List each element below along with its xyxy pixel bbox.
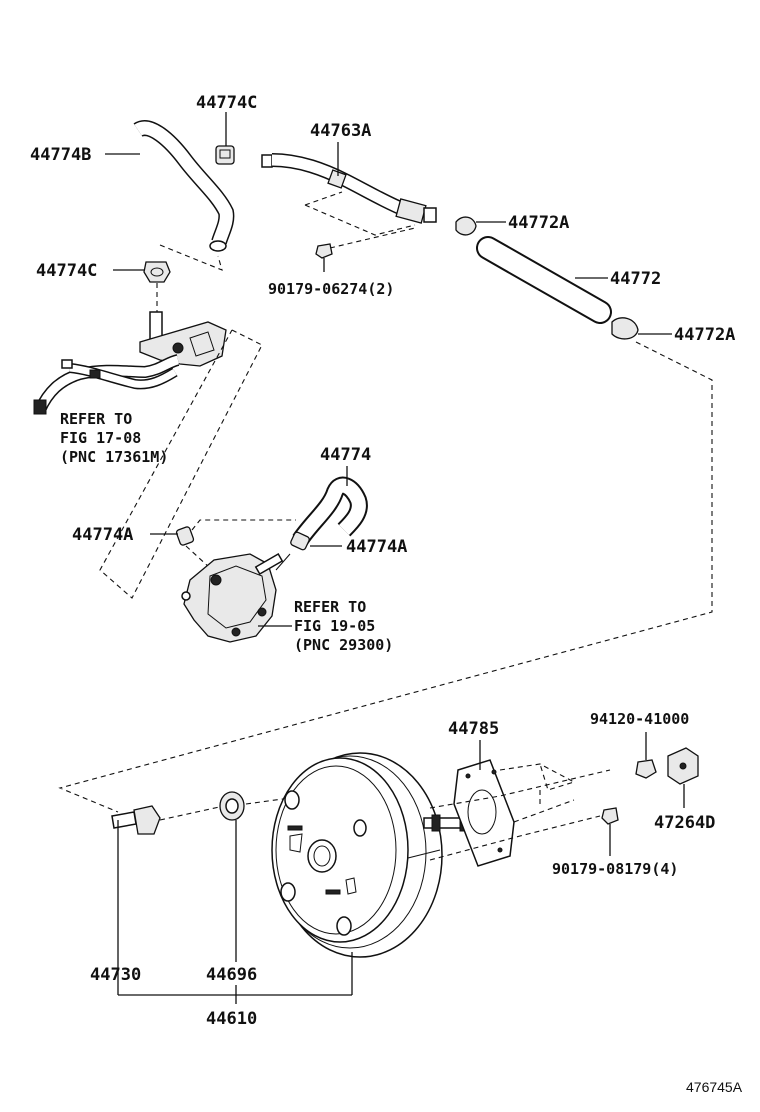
hose-44774B xyxy=(105,120,235,252)
clamp-44772A-top xyxy=(455,216,506,236)
label-47264D: 47264D xyxy=(654,813,715,833)
label-44774: 44774 xyxy=(320,445,371,465)
vacuum-pump xyxy=(181,553,292,643)
label-90179-06274: 90179-06274(2) xyxy=(268,280,394,298)
dash-nut-94120 xyxy=(429,769,611,809)
dash-box-left xyxy=(99,329,263,599)
label-44696: 44696 xyxy=(206,965,257,985)
clamp-44774A-left xyxy=(150,526,195,546)
clamp-44774C-top xyxy=(215,112,235,165)
dash-long-route xyxy=(58,341,713,813)
label-44772: 44772 xyxy=(610,269,661,289)
label-44772A-low: 44772A xyxy=(674,325,735,345)
dash-gasket-box-a xyxy=(499,763,576,791)
dash-44763A-b xyxy=(304,204,416,236)
label-44774A-right: 44774A xyxy=(346,537,407,557)
ref1-line1: REFER TO xyxy=(60,410,132,428)
gasket-44785 xyxy=(453,740,515,867)
clamp-44774C-low xyxy=(113,261,171,283)
label-90179-08179: 90179-08179(4) xyxy=(552,860,678,878)
label-94120-41000: 94120-41000 xyxy=(590,710,689,728)
label-44730: 44730 xyxy=(90,965,141,985)
diagram-code: 476745A xyxy=(686,1079,743,1095)
clamp-44774A-right xyxy=(290,531,342,551)
bracket-47264D xyxy=(667,747,699,808)
label-44774C-low: 44774C xyxy=(36,261,97,281)
nut-94120-41000 xyxy=(635,732,657,779)
brake-booster-44610 xyxy=(271,752,443,995)
label-44774B: 44774B xyxy=(30,145,91,165)
dash-gasket-box-b xyxy=(513,799,575,823)
dash-44763A-c xyxy=(329,227,416,249)
grommet-44696 xyxy=(219,791,245,962)
dash-pump-b xyxy=(185,545,211,569)
ref2-line3: (PNC 29300) xyxy=(294,636,393,654)
vacuum-pipe-assembly xyxy=(33,311,227,415)
dash-connector-a xyxy=(159,244,223,271)
hose-44772 xyxy=(476,236,612,324)
dash-44763A-a xyxy=(304,191,343,206)
dash-valve-grommet xyxy=(159,805,225,821)
label-44774A-left: 44774A xyxy=(72,525,133,545)
ref1-line3: (PNC 17361M) xyxy=(60,448,168,466)
label-44785: 44785 xyxy=(448,719,499,739)
ref2-line2: FIG 19-05 xyxy=(294,617,375,635)
label-44610: 44610 xyxy=(206,1009,257,1029)
nut-90179-08179 xyxy=(601,807,619,856)
label-44763A: 44763A xyxy=(310,121,371,141)
ref2-line1: REFER TO xyxy=(294,598,366,616)
label-44772A-top: 44772A xyxy=(508,213,569,233)
dash-nut-90179 xyxy=(429,815,601,861)
nut-90179-06274 xyxy=(315,243,333,272)
label-44774C-top: 44774C xyxy=(196,93,257,113)
hose-44774 xyxy=(292,466,368,546)
check-valve-44730 xyxy=(111,805,161,995)
clamp-44772A-low xyxy=(611,317,672,340)
dash-pump-a xyxy=(191,519,296,531)
ref1-line2: FIG 17-08 xyxy=(60,429,141,447)
hose-44763A xyxy=(261,142,437,224)
